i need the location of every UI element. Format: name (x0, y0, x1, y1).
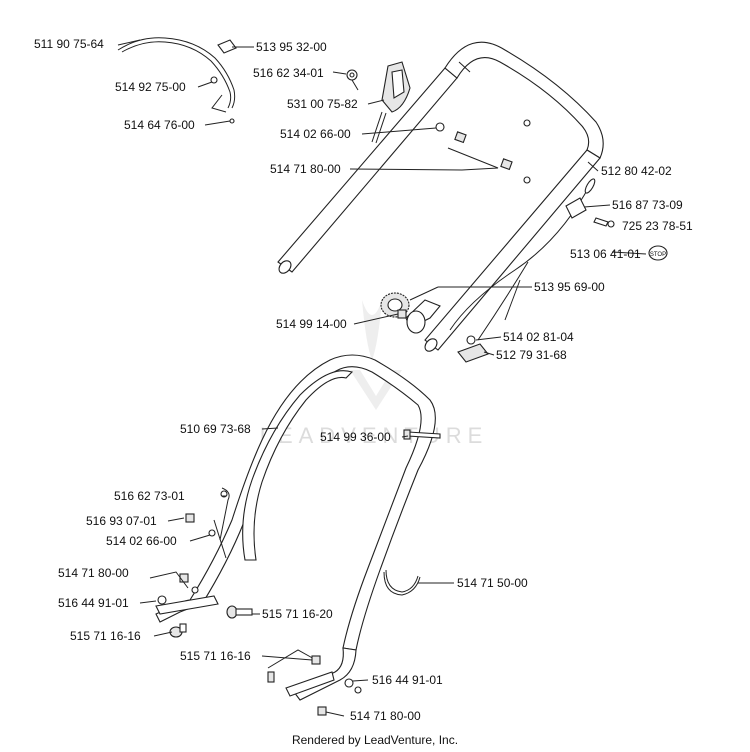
label-515-71-16-16-right: 515 71 16-16 (180, 649, 251, 663)
lower-left-fasteners (149, 487, 230, 615)
label-516-62-34-01: 516 62 34-01 (253, 66, 324, 80)
label-513-95-69-00: 513 95 69-00 (534, 280, 605, 294)
label-514-99-36-00: 514 99 36-00 (320, 430, 391, 444)
stop-decal (648, 245, 668, 261)
knob-515-71-16-16-left (169, 623, 187, 638)
label-513-06-41-01: 513 06 41-01 (570, 247, 641, 261)
label-725-23-78-51: 725 23 78-51 (622, 219, 693, 233)
label-510-69-73-68: 510 69 73-68 (180, 422, 251, 436)
label-516-87-73-09: 516 87 73-09 (612, 198, 683, 212)
label-512-79-31-68: 512 79 31-68 (496, 348, 567, 362)
bolt-725-23-78-51 (593, 217, 609, 227)
label-514-71-80-00-bottom: 514 71 80-00 (350, 709, 421, 723)
washer-514-02-66 (435, 122, 445, 132)
nut-group-bracket (447, 147, 499, 171)
nut-514-71-80-a (454, 131, 467, 144)
label-514-64-76-00: 514 64 76-00 (124, 118, 195, 132)
label-514-71-80-00-top: 514 71 80-00 (270, 162, 341, 176)
label-514-02-66-00-top: 514 02 66-00 (280, 127, 351, 141)
cable-bracket (565, 197, 587, 219)
part-labels: 511 90 75-64 513 95 32-00 516 62 34-01 5… (34, 37, 693, 723)
cable-tie (385, 569, 419, 593)
label-531-00-75-82: 531 00 75-82 (287, 97, 358, 111)
label-514-99-14-00: 514 99 14-00 (276, 317, 347, 331)
label-514-02-81-04: 514 02 81-04 (503, 330, 574, 344)
adjust-knob (380, 292, 441, 334)
bolt-514-99-36 (403, 429, 441, 440)
label-514-71-50-00: 514 71 50-00 (457, 576, 528, 590)
label-512-80-42-02: 512 80 42-02 (601, 164, 672, 178)
washer-514-02-81 (466, 335, 476, 345)
cable-rod-assembly (117, 37, 237, 124)
label-513-95-32-00: 513 95 32-00 (256, 40, 327, 54)
label-516-44-91-01-left: 516 44 91-01 (58, 596, 129, 610)
label-516-93-07-01: 516 93 07-01 (86, 514, 157, 528)
label-515-71-16-16-left: 515 71 16-16 (70, 629, 141, 643)
label-514-02-66-00-lower: 514 02 66-00 (106, 534, 177, 548)
label-511-90-75-64: 511 90 75-64 (34, 37, 104, 51)
watermark-text: LEADVENTURE (260, 423, 489, 448)
leader-lines (117, 39, 647, 717)
knob-515-71-16-20 (226, 605, 253, 619)
throttle-lever (371, 61, 411, 144)
upper-handle (277, 41, 604, 352)
lower-right-fasteners (267, 649, 362, 716)
label-514-71-80-00-left: 514 71 80-00 (58, 566, 129, 580)
washer-right-a (523, 119, 531, 127)
stop-decal-text: STOP (650, 252, 666, 258)
label-516-44-91-01-right: 516 44 91-01 (372, 673, 443, 687)
washer-right-b (523, 176, 531, 184)
label-515-71-16-20: 515 71 16-20 (262, 607, 333, 621)
footer-credit: Rendered by LeadVenture, Inc. (291, 733, 459, 747)
label-516-62-73-01: 516 62 73-01 (114, 489, 185, 503)
cable-tie-inner (383, 571, 421, 596)
label-514-92-75-00: 514 92 75-00 (115, 80, 186, 94)
clamp-512-79-31 (457, 343, 489, 363)
nut-514-71-80-b (500, 158, 513, 171)
spring-clip (346, 69, 359, 91)
